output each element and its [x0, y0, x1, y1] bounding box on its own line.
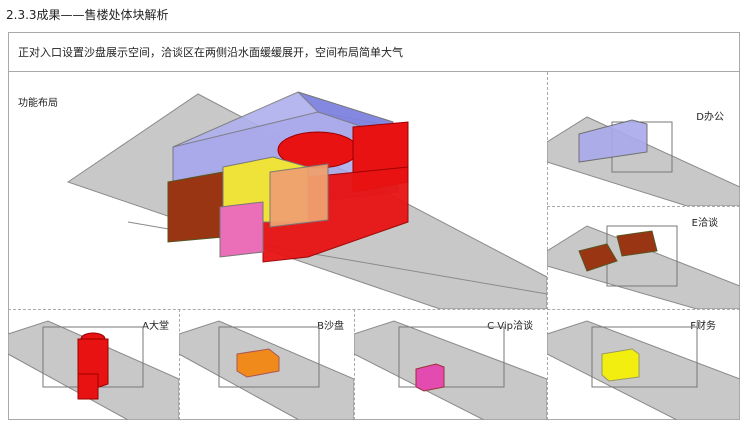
divider-bottom-2: [354, 309, 355, 420]
ground-plane: [547, 320, 740, 420]
panel-a-svg: [8, 320, 179, 420]
panel-f-label: F财务: [690, 321, 716, 332]
wireframe: [398, 326, 505, 388]
vip-mass: [219, 201, 264, 258]
panel-c-svg: [354, 320, 547, 420]
section-title: 2.3.3成果——售楼处体块解析: [6, 8, 169, 22]
panel-e-label: E洽谈: [691, 218, 718, 229]
panel-f-finance: F财务: [547, 309, 740, 420]
main-massing-svg: [66, 91, 547, 309]
panel-f-svg: [547, 320, 740, 420]
panel-d-office: D办公: [547, 72, 740, 206]
panel-c-label: C Vip洽谈: [487, 321, 533, 332]
main-diagram-label: 功能布局: [18, 98, 58, 109]
divider-bottom-row: [8, 309, 740, 310]
vip-mass: [415, 363, 445, 392]
header-divider: [8, 71, 740, 72]
finance-mass: [601, 348, 640, 382]
panel-d-svg: [547, 116, 740, 206]
panel-e-negotiation: E洽谈: [547, 206, 740, 309]
panel-d-label: D办公: [696, 112, 724, 123]
sandbox-mass: [269, 163, 329, 228]
panel-a-lobby: A大堂: [8, 309, 179, 420]
main-diagram: 功能布局: [8, 72, 547, 309]
panel-b-sandbox: B沙盘: [179, 309, 354, 420]
wireframe: [591, 326, 698, 388]
panel-a-label: A大堂: [142, 321, 169, 332]
ground-plane: [354, 320, 547, 420]
divider-right-column: [547, 72, 548, 420]
intro-text: 正对入口设置沙盘展示空间，洽谈区在两侧沿水面缓缓展开，空间布局简单大气: [18, 46, 403, 59]
content-frame: [8, 32, 740, 420]
divider-right-1: [547, 206, 740, 207]
sandbox-mass: [236, 348, 280, 378]
negotiation-mass-left: [578, 243, 618, 272]
negotiation-mass-right: [616, 230, 658, 257]
divider-bottom-1: [179, 309, 180, 420]
negotiation-mass: [167, 171, 224, 243]
panel-c-vip: C Vip洽谈: [354, 309, 547, 420]
panel-e-svg: [547, 225, 740, 309]
office-mass: [578, 119, 648, 163]
panel-b-label: B沙盘: [317, 321, 344, 332]
wireframe: [218, 326, 320, 388]
lobby-base: [77, 373, 99, 400]
panel-b-svg: [179, 320, 354, 420]
